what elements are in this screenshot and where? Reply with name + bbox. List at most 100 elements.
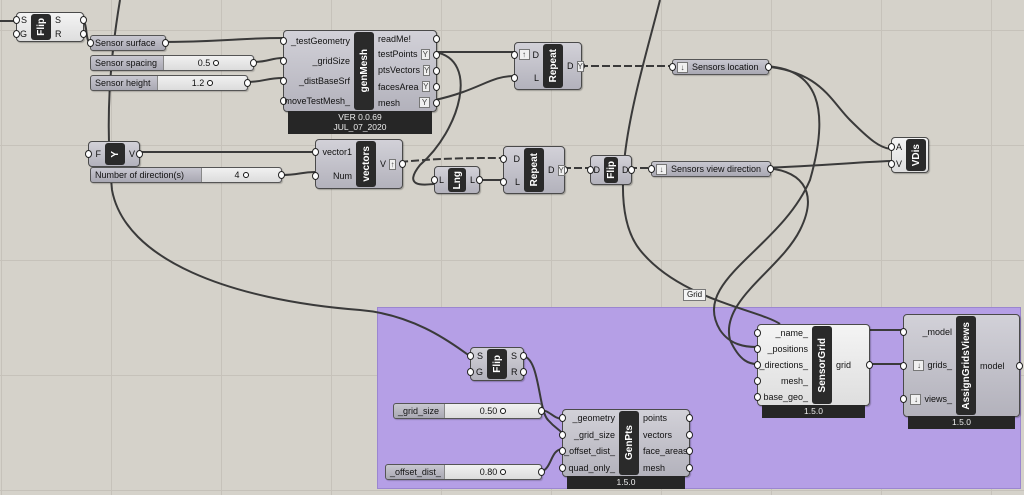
input-port[interactable] — [431, 176, 438, 184]
output-param[interactable]: model — [980, 361, 1013, 371]
output-port[interactable] — [866, 361, 873, 369]
param-sensorsLocation[interactable]: ↓Sensors location — [669, 59, 772, 75]
output-port[interactable] — [538, 407, 545, 415]
param-sensorsViewDirection[interactable]: ↓Sensors view direction — [648, 161, 775, 177]
input-param[interactable]: quad_only_ — [568, 463, 615, 473]
output-port[interactable] — [433, 35, 440, 43]
graft-icon[interactable]: Y — [423, 64, 431, 76]
component-genMesh[interactable]: genMesh_testGeometry_gridSize_distBaseSr… — [280, 30, 440, 112]
component-nickname-bar[interactable]: vectors — [356, 141, 376, 187]
flatten-icon[interactable]: ↓ — [677, 61, 688, 73]
output-port[interactable] — [399, 160, 406, 168]
output-port[interactable] — [433, 67, 440, 75]
output-param[interactable]: V — [129, 149, 135, 159]
output-param[interactable]: S — [55, 15, 77, 25]
input-param[interactable]: _grid_size — [574, 430, 615, 440]
flatten-icon[interactable]: ↓ — [910, 393, 922, 405]
input-param[interactable]: vector1 — [322, 147, 352, 157]
output-port[interactable] — [136, 150, 143, 158]
component-nickname-bar[interactable]: AssignGridsViews — [956, 316, 976, 415]
input-port[interactable] — [559, 414, 566, 423]
slider-knob[interactable] — [500, 469, 507, 475]
input-param[interactable]: D — [594, 165, 601, 175]
input-port[interactable] — [85, 150, 92, 158]
output-port[interactable] — [433, 99, 440, 107]
input-param[interactable]: V — [896, 159, 902, 169]
input-param[interactable]: G — [20, 29, 27, 39]
output-port[interactable] — [686, 414, 693, 423]
input-port[interactable] — [13, 30, 20, 38]
component-nickname-bar[interactable]: Flip — [487, 349, 507, 379]
slider-track[interactable]: 0.5 — [163, 56, 253, 70]
output-param[interactable]: grid — [836, 360, 863, 370]
component-nickname-bar[interactable]: Repeat — [524, 148, 544, 192]
output-param[interactable]: R — [55, 29, 77, 39]
flatten-icon[interactable]: ↓ — [656, 163, 667, 175]
input-port[interactable] — [900, 395, 907, 404]
component-sensorGrid[interactable]: SensorGrid_name__positions_directions_me… — [754, 324, 873, 406]
output-port[interactable] — [764, 63, 772, 71]
flatten-icon[interactable]: ↓ — [913, 359, 925, 371]
output-port[interactable] — [628, 166, 635, 174]
input-port[interactable] — [754, 361, 761, 369]
output-port[interactable] — [433, 51, 440, 59]
output-port[interactable] — [250, 59, 257, 67]
output-param[interactable]: R — [511, 367, 518, 377]
input-param[interactable]: _testGeometry — [291, 36, 350, 46]
input-port[interactable] — [559, 463, 566, 472]
input-param[interactable]: _gridSize — [312, 56, 350, 66]
slider-knob[interactable] — [242, 172, 249, 178]
input-param[interactable]: _offset_dist_ — [564, 446, 615, 456]
output-param[interactable]: points — [643, 413, 683, 423]
output-port[interactable] — [278, 171, 285, 179]
input-port[interactable] — [559, 430, 566, 439]
component-nickname-bar[interactable]: Repeat — [543, 44, 563, 88]
input-port[interactable] — [669, 63, 676, 71]
slider-offsetDist[interactable]: _offset_dist_0.80 — [385, 464, 545, 480]
input-port[interactable] — [511, 73, 518, 82]
slider-knob[interactable] — [207, 80, 214, 86]
input-port[interactable] — [587, 166, 594, 174]
slider-track[interactable]: 4 — [201, 168, 281, 182]
slider-track[interactable]: 1.2 — [157, 76, 247, 90]
input-port[interactable] — [888, 142, 895, 151]
input-param[interactable]: _model — [922, 327, 952, 337]
input-port[interactable] — [467, 368, 474, 376]
output-port[interactable] — [520, 368, 527, 376]
graft-icon[interactable]: Y — [557, 164, 565, 176]
output-param[interactable]: L — [470, 175, 475, 185]
output-port[interactable] — [686, 447, 693, 456]
component-nickname-bar[interactable]: SensorGrid — [812, 326, 832, 404]
component-genPts[interactable]: GenPts_geometry_grid_size_offset_dist_qu… — [559, 409, 693, 477]
input-port[interactable] — [500, 177, 507, 186]
slider-knob[interactable] — [213, 60, 220, 66]
output-port[interactable] — [686, 430, 693, 439]
output-port[interactable] — [80, 30, 87, 38]
input-port[interactable] — [500, 154, 507, 163]
input-param[interactable]: ↓grids_ — [913, 359, 952, 371]
graft-icon[interactable]: Y — [576, 60, 584, 72]
input-port[interactable] — [87, 39, 94, 47]
component-nickname-bar[interactable]: Y — [105, 143, 125, 165]
output-port[interactable] — [686, 463, 693, 472]
input-param[interactable]: S — [21, 15, 27, 25]
slider-track[interactable]: 0.50 — [444, 404, 541, 418]
input-port[interactable] — [754, 345, 761, 353]
output-param[interactable]: readMe! — [378, 34, 430, 44]
input-param[interactable]: L — [439, 175, 444, 185]
output-port[interactable] — [1016, 361, 1023, 370]
component-nickname-bar[interactable]: VDis — [906, 139, 926, 171]
output-param[interactable]: vectors — [643, 430, 683, 440]
